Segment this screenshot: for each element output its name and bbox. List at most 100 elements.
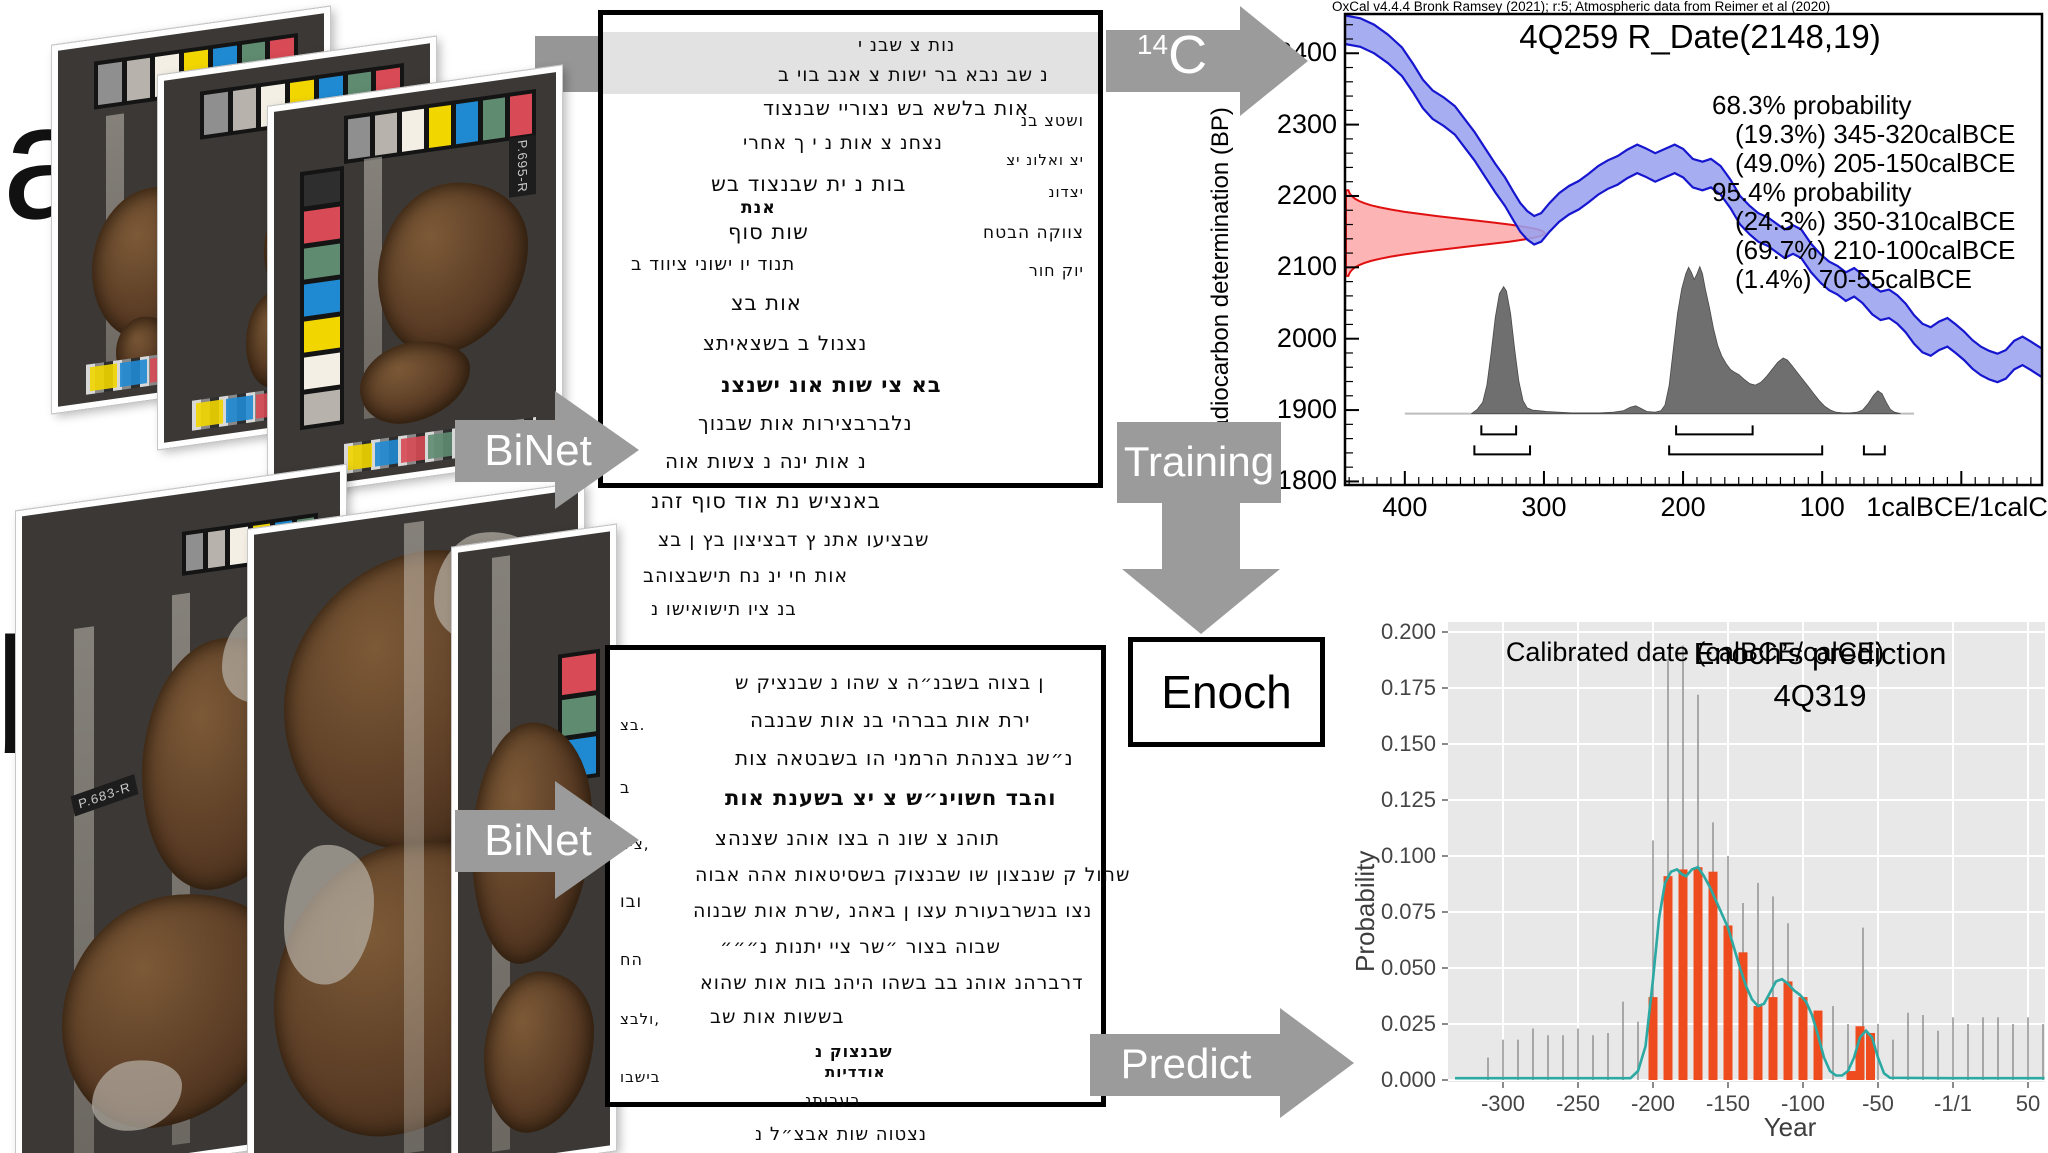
color-swatch — [304, 243, 340, 280]
predict-arrow-head — [1280, 1008, 1354, 1118]
oxcal-probability-line: (19.3%) 345-320calBCE — [1735, 119, 2016, 149]
binet-arrow-bottom-head — [555, 781, 639, 899]
enoch-y-tick-label: 0.100 — [1380, 843, 1436, 868]
enoch-chart-subtitle: 4Q319 — [1773, 678, 1867, 713]
enoch-x-tick-label: -50 — [1862, 1091, 1894, 1116]
enoch-x-tick-label: -1/1 — [1934, 1091, 1972, 1116]
oxcal-y-tick-label: 1900 — [1276, 394, 1337, 425]
hebrew-text-fragment: בצ. — [620, 716, 646, 734]
oxcal-y-axis-title: Radiocarbon determination (BP) — [1207, 107, 1234, 450]
probability-bar — [1783, 981, 1793, 1080]
oxcal-probability-line: 95.4% probability — [1712, 177, 1912, 207]
hebrew-text-line: שבציעו אתנ ץ דבציצון בץ ן בצ — [658, 529, 930, 551]
density-curve — [1455, 865, 2045, 1080]
color-swatch — [232, 87, 257, 132]
color-swatch — [304, 389, 340, 426]
oxcal-attribution: OxCal v4.4.4 Bronk Ramsey (2021); r:5; A… — [1332, 0, 1831, 14]
enoch-y-tick-label: 0.125 — [1380, 787, 1436, 812]
binet-arrow-bottom — [455, 810, 557, 872]
binet-arrow-bottom-label: BiNet — [484, 816, 592, 865]
hebrew-text-line: אנת — [741, 198, 776, 218]
hebrew-text-line: ן בצוה בשבנ״ה צ שהו נ שבנציק ש — [735, 672, 1045, 694]
color-swatch — [510, 93, 532, 137]
color-swatch — [374, 439, 399, 467]
color-swatch — [304, 206, 340, 244]
color-swatch — [186, 532, 204, 572]
enoch-y-tick-label: 0.025 — [1380, 1011, 1436, 1036]
enoch-x-tick-label: -250 — [1555, 1091, 1601, 1116]
oxcal-title: 4Q259 R_Date(2148,19) — [1519, 18, 1881, 55]
training-arrow-label: Training — [1123, 438, 1275, 485]
oxcal-x-tick-label: 1calBCE/1calCE — [1866, 492, 2048, 522]
oxcal-x-axis-title: Calibrated date (calBCE/calCE) — [1505, 637, 1885, 667]
oxcal-probability-line: (24.3%) 350-310calBCE — [1735, 206, 2016, 236]
color-swatch — [196, 399, 223, 428]
enoch-y-tick-label: 0.200 — [1380, 619, 1436, 644]
enoch-x-axis-title: Year — [1763, 1112, 1817, 1142]
calibration-curve-lower-edge — [1344, 42, 2043, 384]
probability-bar — [1663, 876, 1673, 1080]
hebrew-text-line: נצחנ צ אות נ י ך אחרי — [743, 132, 943, 154]
hebrew-text-line: נ אות ינה נ צשות אוה — [665, 449, 867, 473]
color-swatch — [204, 91, 228, 136]
enoch-y-tick-label: 0.175 — [1380, 675, 1436, 700]
hebrew-text-line: בות נ ית שבנצוד בש — [711, 172, 907, 196]
enoch-chart-title: Enoch’s prediction — [1693, 636, 1947, 671]
hebrew-text-line: בא צי שות אונ ישנצנ — [721, 373, 942, 397]
training-arrow-box — [1117, 422, 1281, 503]
oxcal-x-tick-label: 200 — [1660, 492, 1706, 522]
color-swatch — [208, 529, 226, 569]
hebrew-text-line: נצנול ב בשצאיתצ — [703, 331, 868, 355]
color-swatch — [562, 694, 596, 737]
hebrew-text-line: נות צ שבנ י — [858, 35, 956, 56]
calibrated-probability-distribution — [1471, 265, 1901, 415]
enoch-x-tick-label: -200 — [1630, 1091, 1676, 1116]
color-swatch — [230, 526, 248, 566]
hebrew-text-line: אות בצ — [731, 291, 802, 315]
c14-superscript: 14 — [1136, 29, 1169, 60]
hebrew-text-fragment: יוק חור — [1028, 261, 1084, 280]
hebrew-text-line: תנוד יו ישוני ציווד ב — [631, 254, 796, 275]
probability-range-bracket — [1862, 445, 1886, 456]
enoch-x-tick-label: -100 — [1780, 1091, 1826, 1116]
hebrew-text-line: אות בלשא בש נצוריי שבנצוד — [763, 96, 1030, 120]
enoch-x-tick-label: -150 — [1705, 1091, 1751, 1116]
probability-bar — [1768, 997, 1778, 1080]
probability-bar — [1813, 1010, 1823, 1080]
probability-bar — [1855, 1026, 1865, 1080]
oxcal-y-tick-label: 2200 — [1276, 179, 1337, 210]
oxcal-x-tick-label: 400 — [1382, 492, 1428, 522]
color-swatch — [483, 97, 505, 141]
color-swatch — [304, 316, 340, 353]
oxcal-probability-line: (1.4%) 70-55calBCE — [1735, 264, 1972, 294]
probability-range-bracket — [1480, 425, 1518, 436]
color-swatch — [456, 101, 478, 145]
hebrew-text-fragment: ולבצ, — [620, 1010, 660, 1028]
enoch-x-tick-label: -300 — [1480, 1091, 1526, 1116]
enoch-y-axis-title: Probability — [1350, 850, 1380, 972]
hebrew-text-line: תוהנ צ שונ ה בצו אוהנ שצנהצ — [715, 826, 1001, 850]
probability-bar — [1708, 871, 1718, 1080]
probability-bar — [1846, 1071, 1856, 1080]
oxcal-plot-frame — [1343, 12, 2044, 487]
hebrew-text-fragment: יצדונ — [1048, 183, 1084, 201]
binet-arrow-top-label: BiNet — [484, 426, 592, 475]
enoch-y-tick-label: 0.150 — [1380, 731, 1436, 756]
hebrew-text-line: בנ ציו תישואישו נ — [651, 599, 797, 620]
probability-bar — [1648, 997, 1658, 1080]
enoch-y-tick-label: 0.050 — [1380, 955, 1436, 980]
hebrew-text-fragment: בישבו — [620, 1068, 661, 1086]
hebrew-text-line: שות סוף — [728, 220, 809, 244]
color-swatch — [348, 443, 372, 471]
hebrew-text-line: בששות אות שב — [710, 1006, 845, 1028]
color-swatch — [119, 359, 147, 387]
hebrew-text-line: בעבותנ — [805, 1091, 861, 1110]
probability-bar — [1738, 952, 1748, 1080]
c14-sample-band — [603, 32, 1098, 94]
probability-bar — [1866, 1032, 1875, 1080]
enoch-x-tick-label: 50 — [2015, 1091, 2041, 1116]
